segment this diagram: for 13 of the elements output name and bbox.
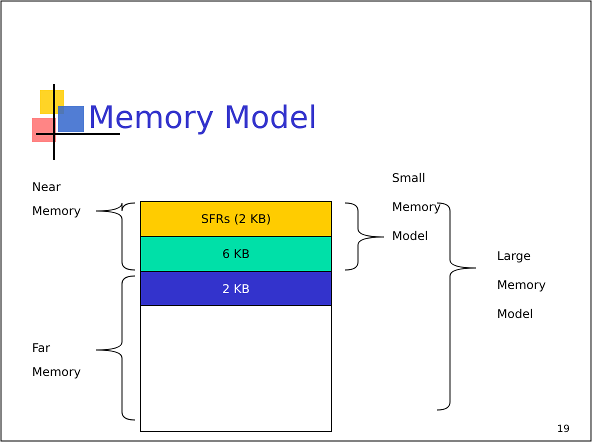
- memory-region: [140, 271, 332, 306]
- memory-region: [140, 305, 332, 432]
- memory-region: [140, 236, 332, 272]
- region-label: Far Memory: [32, 340, 82, 381]
- region-label: Near Memory: [32, 179, 82, 220]
- slide-title: Memory Model: [88, 100, 318, 136]
- region-label: 2 KB: [222, 282, 250, 296]
- model-label: Small Memory Model: [392, 170, 442, 245]
- region-label: SFRs (2 KB): [201, 212, 271, 226]
- page-number: 19: [557, 424, 570, 436]
- memory-region: [140, 201, 332, 237]
- region-label: 6 KB: [222, 247, 250, 261]
- model-label: Large Memory Model: [497, 248, 547, 323]
